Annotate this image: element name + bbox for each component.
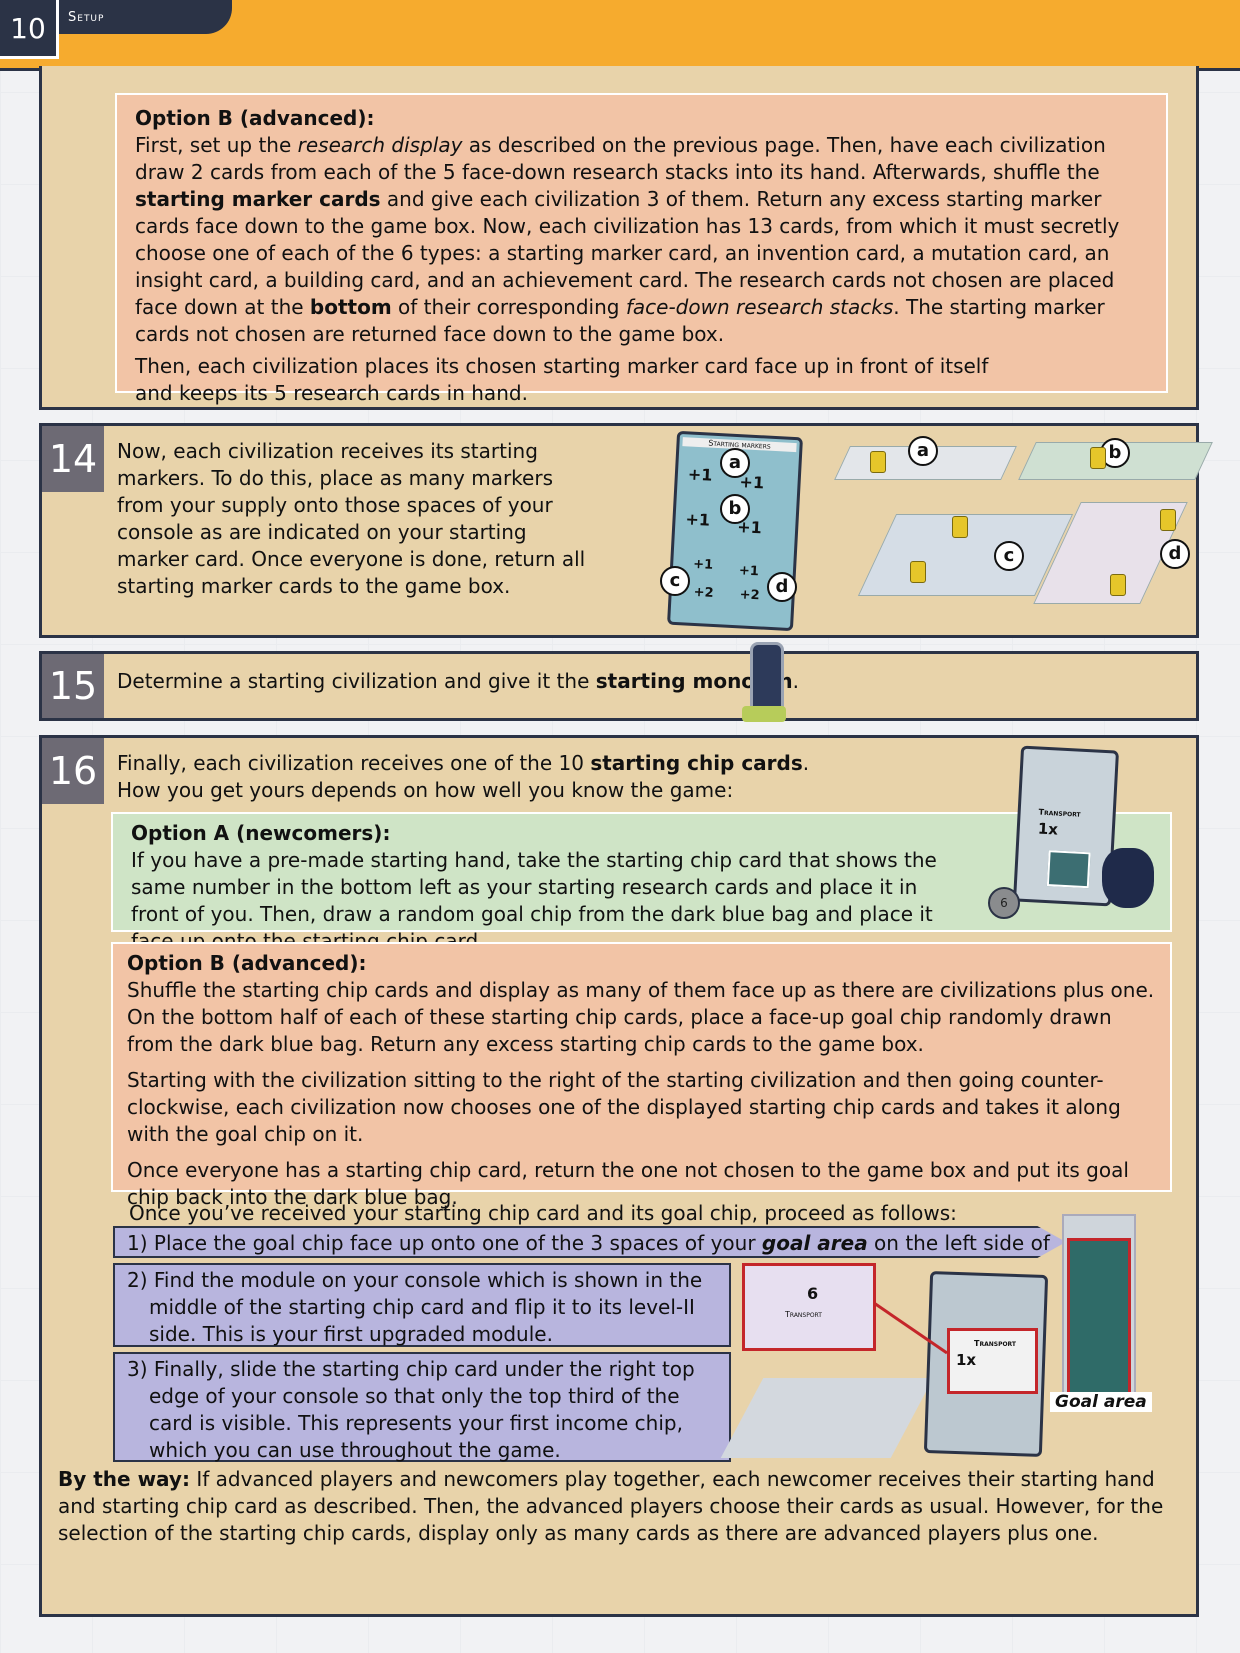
module-chip-number: 6	[807, 1284, 819, 1303]
label-a-console: a	[908, 436, 938, 466]
chip-card-mult: 1x	[1037, 819, 1059, 839]
chip-card-number-badge: 6	[988, 887, 1020, 919]
section-title: Setup	[68, 10, 105, 25]
goal-area-highlight	[1067, 1238, 1131, 1402]
option-a-text: If you have a pre-made starting hand, ta…	[131, 848, 937, 953]
goal-area-illustration	[1062, 1214, 1136, 1404]
label-b-card: b	[720, 494, 750, 524]
card-value-3: +1	[685, 509, 711, 530]
option-b-chip-p2: Starting with the civilization sitting t…	[127, 1068, 1121, 1146]
step-item-2: 2) Find the module on your console which…	[113, 1263, 731, 1347]
option-b-title: Option B (advanced):	[135, 106, 375, 130]
label-a-card: a	[720, 448, 750, 478]
option-b-chip-p3: Once everyone has a starting chip card, …	[127, 1158, 1129, 1209]
transport-highlight: Transport 1x	[947, 1328, 1038, 1394]
card-value-6: +1	[738, 563, 760, 580]
option-b-paragraph-1: First, set up the research display as de…	[135, 133, 1120, 346]
step-15-text: Determine a starting civilization and gi…	[117, 669, 799, 693]
highlight-mult: 1x	[956, 1351, 977, 1369]
by-the-way-text: By the way: If advanced players and newc…	[58, 1467, 1164, 1545]
step-item-3: 3) Finally, slide the starting chip card…	[113, 1352, 731, 1462]
label-c-console: c	[994, 541, 1024, 571]
option-b-paragraph-2: Then, each civilization places its chose…	[135, 354, 989, 405]
card-value-8: +2	[739, 587, 760, 604]
panel-option-b-research: Option B (advanced): First, set up the r…	[39, 66, 1199, 410]
connector-line	[873, 1301, 948, 1355]
label-c-card: c	[660, 566, 690, 596]
option-b-chip-p1: Shuffle the starting chip cards and disp…	[127, 978, 1155, 1056]
marker-icon	[870, 451, 886, 473]
proceed-text: Once you’ve received your starting chip …	[129, 1201, 957, 1225]
goal-area-label: Goal area	[1050, 1392, 1152, 1412]
step-16-panel: 16 Finally, each civilization receives o…	[39, 735, 1199, 1617]
step-14-number: 14	[42, 426, 104, 492]
step-15-number: 15	[42, 654, 104, 718]
page-number: 10	[0, 0, 59, 59]
option-a-box: Option A (newcomers): If you have a pre-…	[111, 812, 1172, 953]
console-corner-illustration	[720, 1378, 934, 1458]
card-value-7: +2	[693, 584, 715, 601]
option-b-chip-box: Option B (advanced): Shuffle the startin…	[111, 942, 1172, 1209]
marker-icon	[952, 516, 968, 538]
marker-icon	[1160, 509, 1176, 531]
label-d-console: d	[1160, 539, 1190, 569]
option-a-title: Option A (newcomers):	[131, 821, 391, 845]
step-14-panel: 14 Now, each civilization receives its s…	[39, 423, 1213, 638]
label-d-card: d	[767, 572, 797, 602]
step-15-panel: 15 Determine a starting civilization and…	[39, 642, 1199, 722]
section-tab: Setup	[52, 0, 232, 34]
card-value-1: +1	[687, 464, 713, 485]
goal-chip	[1046, 850, 1091, 889]
step-14-text: Now, each civilization receives its star…	[117, 439, 586, 598]
step-16-number: 16	[42, 738, 104, 804]
option-b-chip-title: Option B (advanced):	[127, 951, 367, 975]
dark-blue-bag-icon	[1102, 848, 1154, 908]
step-item-1: 1) Place the goal chip face up onto one …	[113, 1226, 1066, 1258]
step-16-intro: Finally, each civilization receives one …	[117, 751, 810, 802]
marker-icon	[910, 561, 926, 583]
marker-icon	[1110, 574, 1126, 596]
chip-card-transport-label: Transport	[1038, 807, 1081, 819]
highlight-transport-label: Transport	[974, 1339, 1017, 1348]
monolith-base-icon	[742, 706, 786, 722]
option-b-research-box: Option B (advanced): First, set up the r…	[115, 93, 1168, 405]
module-transport-label: Transport	[785, 1310, 822, 1319]
card-value-5: +1	[692, 556, 714, 573]
module-illustration: 6 Transport	[742, 1263, 876, 1351]
marker-icon	[1090, 447, 1106, 469]
label-b-console: b	[1100, 438, 1130, 468]
